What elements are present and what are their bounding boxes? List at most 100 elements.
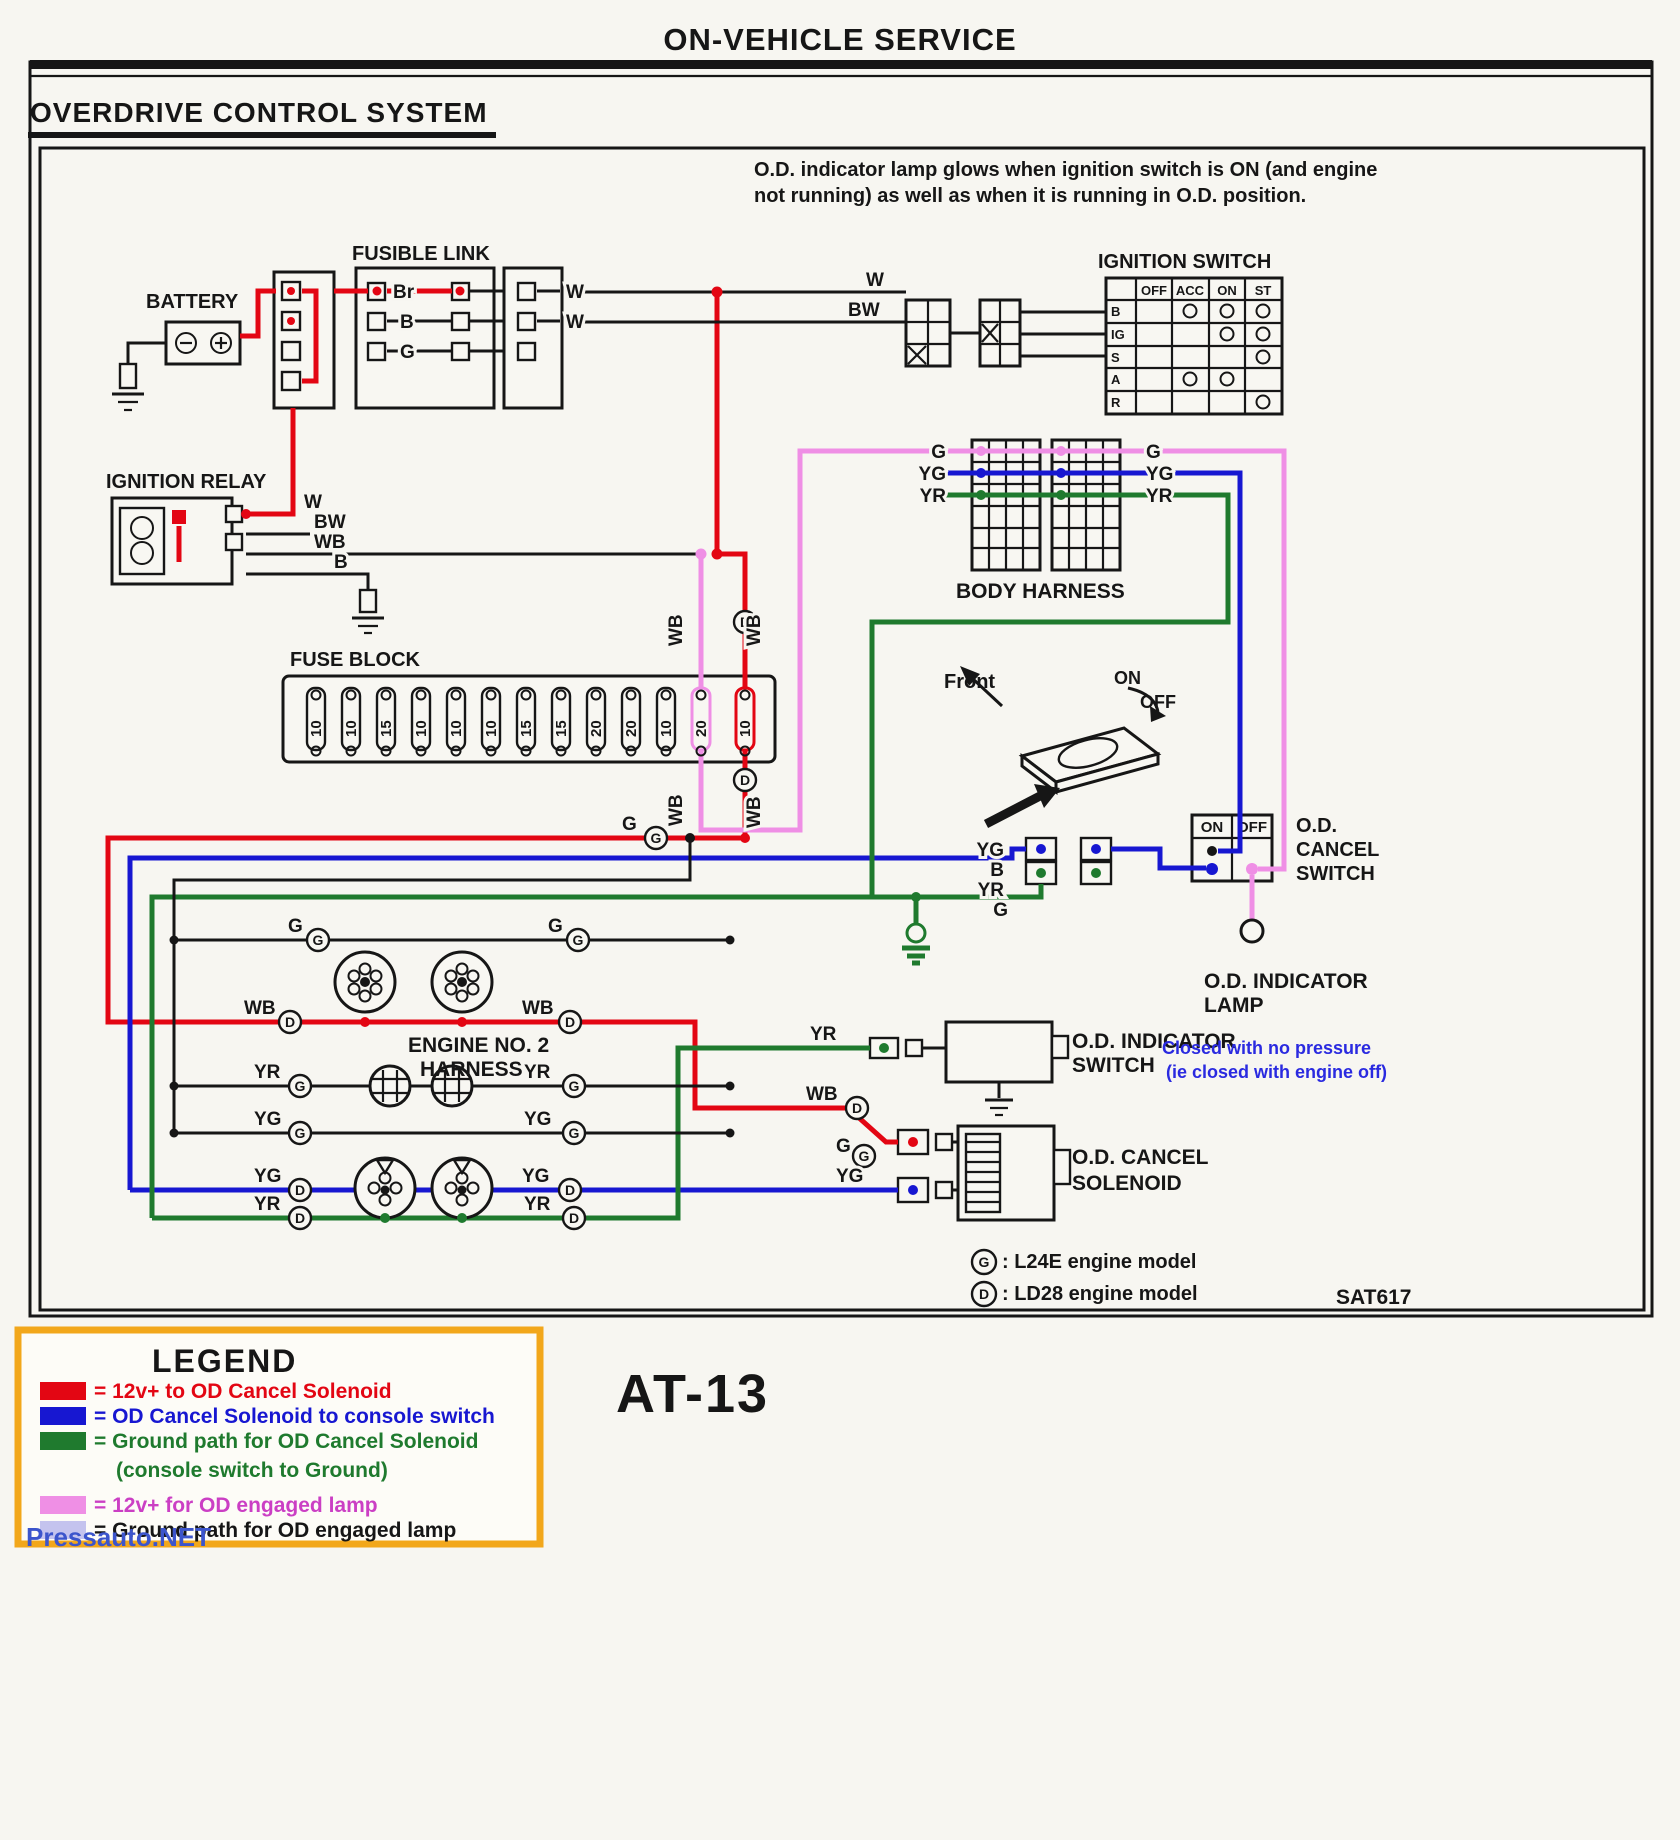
wire-label-wb: WB: [314, 532, 346, 553]
battery: [112, 320, 242, 412]
circled-g: G: [305, 927, 331, 953]
wires-pink-lamp-path: [698, 448, 1287, 920]
wire-label-g: G: [836, 1136, 851, 1157]
svg-text:G: G: [979, 1254, 990, 1270]
fuse-value: 10: [737, 720, 754, 737]
svg-text:D: D: [565, 1182, 575, 1198]
wire-label-yr: YR: [1146, 486, 1173, 507]
svg-text:D: D: [979, 1286, 989, 1302]
diagram-ref: SAT617: [1336, 1286, 1411, 1309]
wire-label-yr: YR: [524, 1062, 551, 1083]
wire-label-wb: WB: [244, 998, 276, 1019]
wire-label-wb: WB: [522, 998, 554, 1019]
svg-text:G: G: [295, 1125, 306, 1141]
fuse-value: 10: [483, 720, 500, 737]
circled-g: G: [287, 1073, 313, 1099]
circled-d: D: [561, 1205, 587, 1231]
ignition-switch-table: OFF ACC ON ST B IG S A R: [1104, 276, 1284, 416]
legend-item-red: = 12v+ to OD Cancel Solenoid: [94, 1380, 392, 1403]
on-label: ON: [1114, 668, 1141, 688]
wire-label-g: G: [400, 342, 415, 363]
ignition-relay: [110, 496, 384, 635]
circled-g: G: [970, 1248, 998, 1276]
svg-text:D: D: [565, 1014, 575, 1030]
fuse-block-label: FUSE BLOCK: [290, 649, 421, 671]
circled-d: D: [844, 1095, 870, 1121]
wire-label-wb: WB: [666, 614, 687, 646]
legend-item-pink: = 12v+ for OD engaged lamp: [94, 1494, 378, 1517]
od-cancel-solenoid-label2: SOLENOID: [1072, 1172, 1182, 1195]
wire-label-w: W: [304, 492, 322, 513]
od-indicator-switch-label1: O.D. INDICATOR: [1072, 1030, 1236, 1053]
console-switch-drawing: [960, 666, 1166, 828]
legend-swatch-lavender: [40, 1521, 86, 1539]
wire-label-g: G: [548, 916, 563, 937]
fuse-value: 10: [308, 720, 325, 737]
ign-col-on: ON: [1217, 283, 1237, 298]
wire-label-wb: WB: [744, 614, 765, 646]
ign-row-s: S: [1111, 350, 1120, 365]
legend-box: LEGEND = 12v+ to OD Cancel Solenoid = OD…: [14, 1326, 544, 1548]
battery-label: BATTERY: [146, 291, 239, 313]
wire-label-b: B: [334, 552, 348, 573]
fuse-value: 15: [518, 720, 535, 737]
wire-label-yr: YR: [920, 486, 947, 507]
circled-g: G: [287, 1120, 313, 1146]
ign-row-ig: IG: [1111, 327, 1125, 342]
watermark: Pressauto.NET: [26, 1522, 211, 1552]
note-line1: O.D. indicator lamp glows when ignition …: [754, 159, 1377, 181]
legend-item-green: = Ground path for OD Cancel Solenoid: [94, 1430, 478, 1453]
circled-d: D: [732, 609, 758, 635]
svg-text:D: D: [740, 772, 750, 788]
engine-harness-connectors: [333, 950, 494, 1220]
legend-swatch-pink: [40, 1496, 86, 1514]
wire-label-yr: YR: [254, 1194, 281, 1215]
wire-label-yg: YG: [524, 1109, 551, 1130]
page-header: ON-VEHICLE SERVICE: [663, 22, 1016, 57]
circled-d: D: [557, 1009, 583, 1035]
wire-label-yg: YG: [254, 1166, 281, 1187]
od-indicator-switch-label2: SWITCH: [1072, 1054, 1155, 1077]
od-indicator-lamp: [1239, 918, 1265, 944]
wire-label-wb: WB: [806, 1084, 838, 1105]
svg-text:G: G: [651, 830, 662, 846]
circled-g: G: [565, 927, 591, 953]
ign-col-st: ST: [1255, 283, 1272, 298]
circled-d: D: [287, 1205, 313, 1231]
wire-label-g: G: [931, 442, 946, 463]
svg-text:G: G: [859, 1148, 870, 1164]
ign-row-a: A: [1111, 372, 1121, 387]
ign-col-off: OFF: [1141, 283, 1167, 298]
fusible-link-label: FUSIBLE LINK: [352, 243, 490, 265]
ignition-relay-label: IGNITION RELAY: [106, 471, 267, 493]
ocs-col-on: ON: [1201, 819, 1224, 836]
fuse-value: 10: [448, 720, 465, 737]
wire-label-yg: YG: [522, 1166, 549, 1187]
wire-label-bw: BW: [848, 300, 880, 321]
wire-label-yg: YG: [254, 1109, 281, 1130]
fuse-value: 20: [693, 720, 710, 737]
circled-g: G: [643, 825, 669, 851]
circled-letter-markers: D D G G G D D G G G G D D D D D G G D: [277, 609, 998, 1308]
od-indicator-lamp-label1: O.D. INDICATOR: [1204, 970, 1368, 993]
legend-title: LEGEND: [152, 1343, 297, 1379]
fuse-elements: 10 10 15 10 10 10 15 15 20 20 10 20 10: [305, 686, 756, 757]
wire-label-bw: BW: [314, 512, 346, 533]
legend-item-lavender: = Ground path for OD engaged lamp: [94, 1519, 456, 1542]
wire-label-yr: YR: [810, 1024, 837, 1045]
svg-text:D: D: [295, 1182, 305, 1198]
svg-text:D: D: [740, 614, 750, 630]
circled-g: G: [561, 1073, 587, 1099]
wire-label-yg: YG: [977, 840, 1004, 861]
fuse-value: 10: [343, 720, 360, 737]
wire-label-wb: WB: [744, 796, 765, 828]
body-harness-label: BODY HARNESS: [956, 580, 1125, 603]
circled-g: G: [561, 1120, 587, 1146]
circled-d: D: [277, 1009, 303, 1035]
wire-label-yr: YR: [978, 880, 1005, 901]
svg-text:D: D: [285, 1014, 295, 1030]
legend-item-green2: (console switch to Ground): [116, 1459, 388, 1482]
off-label: OFF: [1140, 692, 1176, 712]
junction-dots: [169, 286, 1258, 1223]
wire-label-b: B: [990, 860, 1004, 881]
